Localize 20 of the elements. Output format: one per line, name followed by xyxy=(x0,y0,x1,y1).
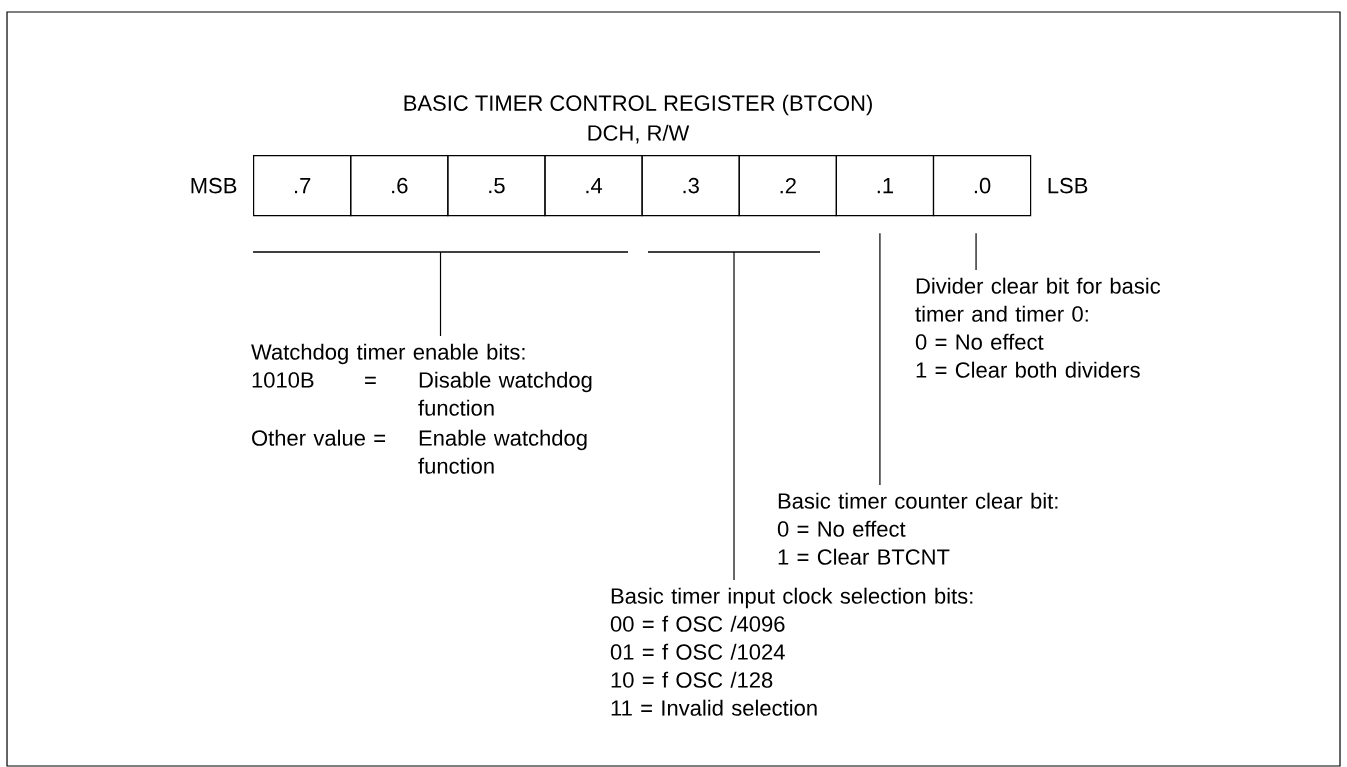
bit-description: Divider clear bit for basic timer and timer 0: 0 = No effect 1 = Clear both dividers xyxy=(915,277,1161,378)
bit-order-label: MSB xyxy=(191,177,237,194)
leader-line xyxy=(975,232,977,271)
leader-line xyxy=(439,251,442,337)
bit-order-label: LSB xyxy=(1048,177,1088,194)
register-title: BASIC TIMER CONTROL REGISTER (BTCON) xyxy=(404,94,872,116)
leader-line xyxy=(879,232,881,486)
bit-cell: .7 xyxy=(253,155,352,217)
register-subtitle: DCH, R/W xyxy=(588,124,690,144)
bit-description: Watchdog timer enable bits: 1010B = Disable watchdog function Other value = Enable watchdog function xyxy=(251,343,592,474)
bit-cell: .0 xyxy=(932,155,1032,217)
bit-cell: .5 xyxy=(447,155,546,217)
bit-description: Basic timer input clock selection bits: 00 = f OSC /4096 01 = f OSC /1024 10 = f OSC /128 11 = Invalid selection xyxy=(610,587,973,716)
bit-cell: .1 xyxy=(835,155,935,217)
bit-cell: .3 xyxy=(641,155,740,217)
bit-description: Basic timer counter clear bit: 0 = No effect 1 = Clear BTCNT xyxy=(777,492,1058,565)
bit-cell: .4 xyxy=(544,155,643,217)
bit-cell: .2 xyxy=(738,155,837,217)
bit-cell: .6 xyxy=(350,155,449,217)
leader-line xyxy=(733,251,735,581)
